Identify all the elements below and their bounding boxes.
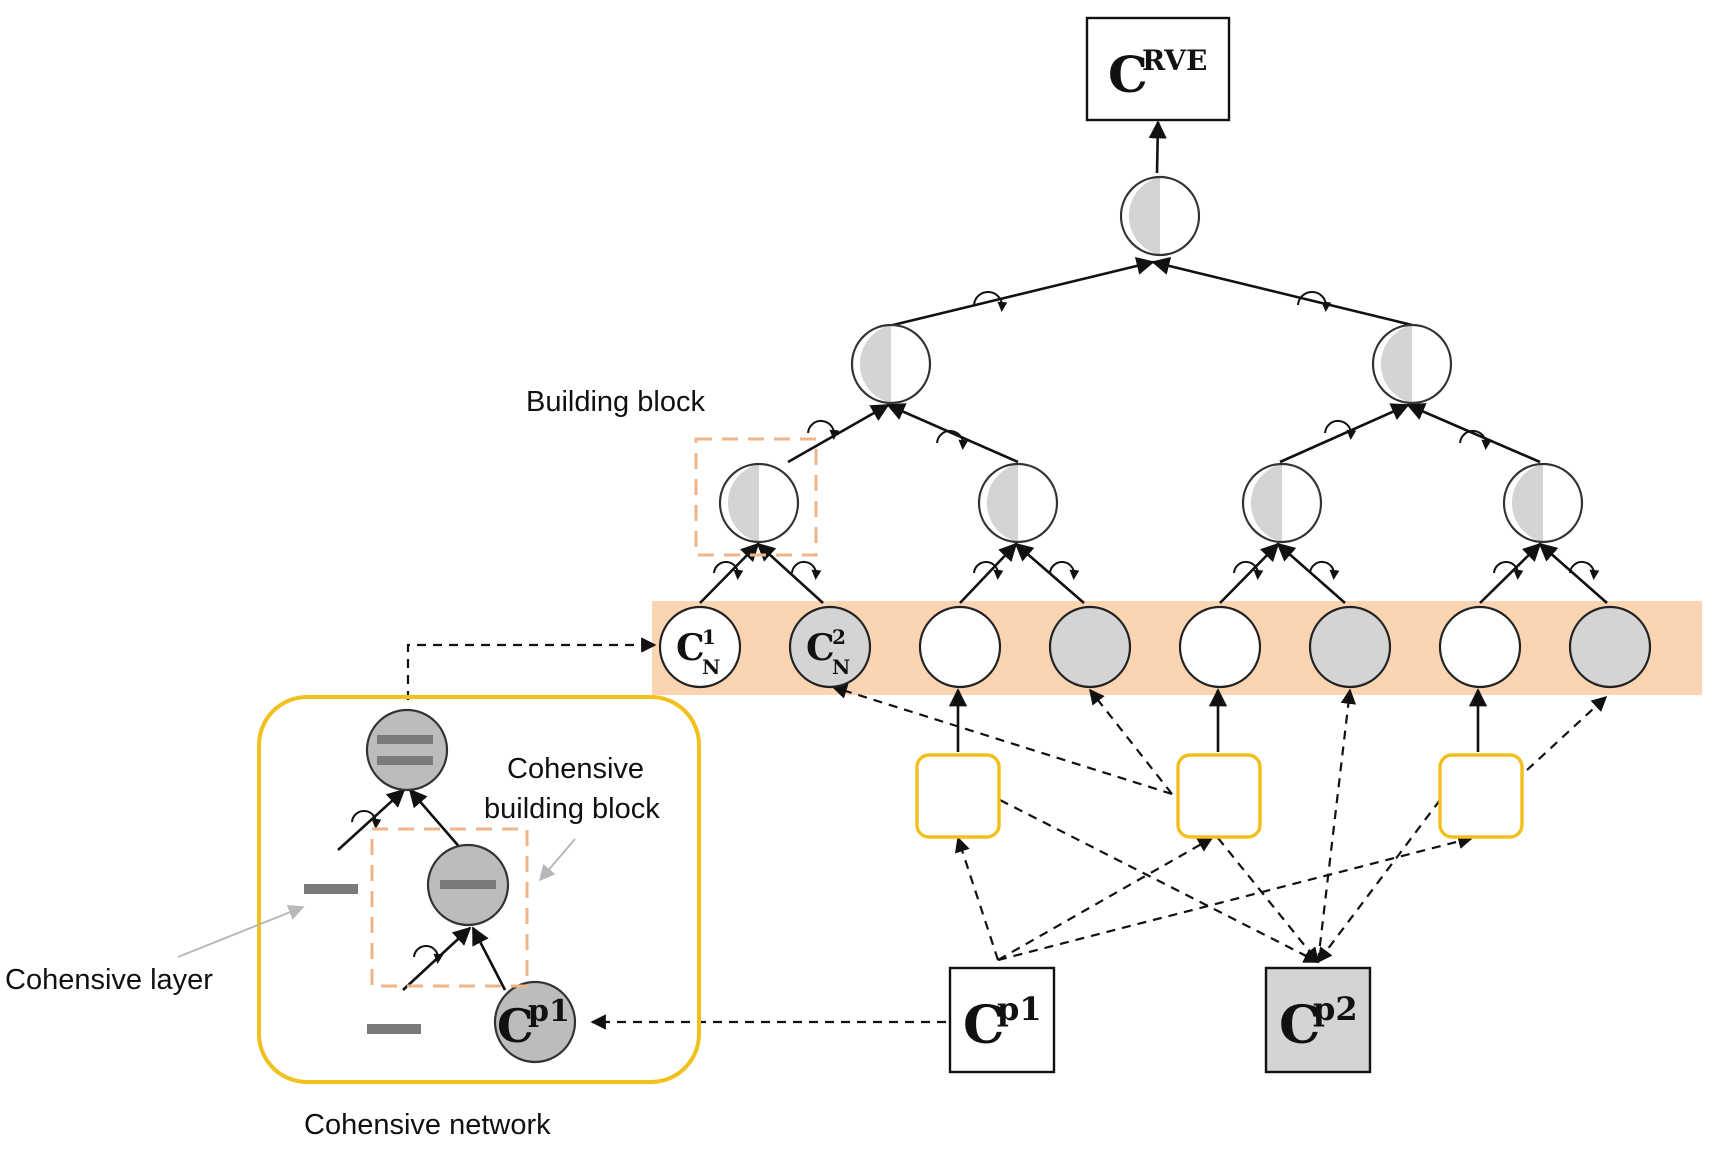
cohesive-layer-bar-1 (304, 884, 358, 894)
band-node-6 (1308, 605, 1392, 689)
level3-node-2 (977, 462, 1059, 544)
cohesive-top-node (365, 708, 449, 792)
cohesive-cp1-node (493, 980, 577, 1064)
cohesive-network-label: Cohensive network (304, 1109, 551, 1141)
band-node-cn1 (658, 605, 742, 689)
level3-node-4 (1502, 462, 1584, 544)
svg-text:C: C (497, 999, 534, 1053)
svg-text:p1: p1 (528, 994, 570, 1029)
cohesive-layer-label: Cohensive layer (5, 964, 213, 996)
band-node-7 (1438, 605, 1522, 689)
band-node-labels: C 1 N C 2 N (676, 625, 850, 679)
svg-text:C: C (963, 995, 1004, 1056)
building-block-label: Building block (526, 386, 705, 418)
rve-box: C RVE (1085, 16, 1231, 122)
level3-node-1 (718, 462, 800, 544)
cohesive-layer-bar-2 (367, 1024, 421, 1034)
level2-node-left (850, 323, 932, 405)
level3-node-3 (1241, 462, 1323, 544)
svg-text:RVE: RVE (1142, 44, 1207, 77)
yellow-box-1 (915, 753, 1001, 839)
cohesive-building-block-label-1: Cohensive (507, 753, 644, 785)
svg-text:p2: p2 (1313, 990, 1358, 1028)
svg-text:C: C (1108, 45, 1148, 104)
svg-text:C: C (806, 627, 835, 669)
dashed-edges (406, 637, 1608, 1030)
svg-text:C: C (1279, 995, 1320, 1056)
cp2-box: C p2 (1264, 966, 1372, 1074)
building-block-box (694, 437, 818, 557)
band-node-5 (1178, 605, 1262, 689)
half-gray-nodes (718, 175, 1584, 544)
rotation-markers (713, 290, 1600, 580)
cohesive-layer-pointer (177, 904, 305, 958)
band-node-3 (918, 605, 1002, 689)
band-node-8 (1568, 605, 1652, 689)
svg-text:1: 1 (702, 625, 716, 649)
root-node (1119, 175, 1201, 257)
cohesive-building-block-label-2: building block (484, 793, 660, 825)
band-nodes (658, 605, 1652, 689)
cohesive-network-content: C p1 (304, 708, 577, 1064)
cohesive-network-panel (257, 695, 701, 1084)
svg-text:C: C (676, 627, 705, 669)
yellow-boxes (915, 753, 1524, 839)
svg-text:N: N (832, 655, 850, 679)
cohesive-building-block-pointer (538, 838, 576, 882)
svg-text:N: N (702, 655, 720, 679)
band-node-4 (1048, 605, 1132, 689)
svg-text:p1: p1 (997, 990, 1042, 1028)
yellow-box-3 (1438, 753, 1524, 839)
svg-text:2: 2 (832, 625, 846, 649)
cp1-box: C p1 (948, 966, 1056, 1074)
tree-edges (699, 120, 1608, 752)
band-node-cn2 (788, 605, 872, 689)
level2-node-right (1371, 323, 1453, 405)
yellow-box-2 (1176, 753, 1262, 839)
